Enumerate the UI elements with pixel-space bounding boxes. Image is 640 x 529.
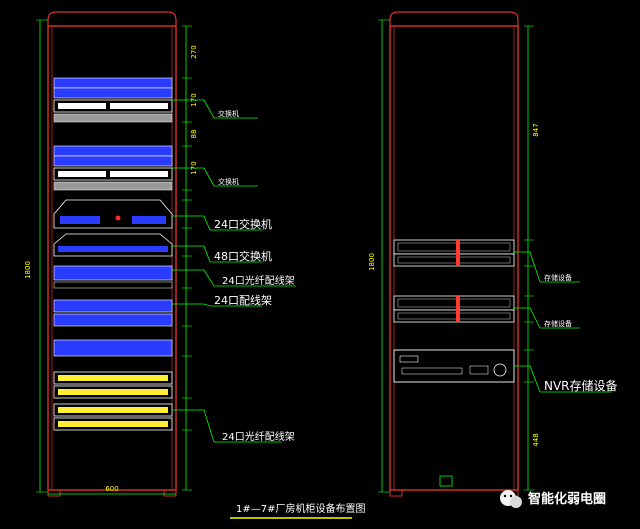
label-nvr-storage: NVR存储设备 [544,378,618,393]
dim-segment: 88 [190,130,198,139]
left-rack-foot [163,489,177,497]
cable-manager [53,281,173,289]
switch-ports [110,103,168,109]
watermark-text: 智能化弱电圈 [528,491,606,507]
label-switch-2: 交换机 [218,177,239,186]
dim-segment: 270 [190,45,198,58]
wechat-logo-icon [510,496,522,508]
cable-manager [53,113,173,123]
left-leader-lines [172,99,296,443]
drawing-title-block: 1#—7#厂房机柜设备布置图 [230,502,365,519]
nvr-device [393,349,515,383]
dimension-ticks [182,25,192,491]
right-top-dimension: 847 [532,123,540,136]
label-switch-1: 交换机 [218,109,239,118]
dimension-ticks [524,25,534,491]
left-rack-frame [47,25,177,491]
right-rack-top-cap [389,11,519,27]
left-rack: 1800 600 270 170 88 170 [24,11,296,497]
switch-ports [58,103,106,109]
right-rack-foot [389,489,403,497]
left-rack-top-cap [47,11,177,27]
storage-device-1 [393,239,515,267]
patch-panel-blue [53,77,173,89]
right-rack: 1800 847 448 存储设备 存储设备 NVR存储设备 [368,11,618,497]
right-bottom-dimension: 448 [532,433,540,446]
right-height-dimension: 1800 [368,253,376,271]
label-48-switch: 48口交换机 [214,249,272,263]
patch-panel-24 [53,313,173,327]
cable-manager [53,181,173,191]
patch-panel-blue [53,87,173,99]
patch-panel-blue [53,155,173,167]
switch-48-port-panel [58,246,168,252]
switch-ports [58,171,106,177]
patch-panel-blue [53,145,173,157]
fiber-ports [58,389,168,395]
left-height-dimension: 1800 [24,261,32,279]
drawing-title: 1#—7#厂房机柜设备布置图 [236,502,365,515]
patch-panel-blue [53,339,173,357]
label-24-patch-panel: 24口配线架 [214,293,272,307]
fiber-ports [58,375,168,381]
status-led-icon [115,215,121,221]
storage-device-2 [393,295,515,323]
left-rack-foot [47,489,61,497]
fiber-ports [58,421,168,427]
switch-24-port-panel [60,216,100,224]
patch-panel-24 [53,299,173,313]
label-fiber-panel-1: 24口光纤配线架 [222,274,295,287]
switch-24-port-panel [132,216,166,224]
switch-48-port [53,233,173,257]
right-leader-lines [514,251,612,393]
watermark: 智能化弱电圈 [500,490,606,508]
fiber-ports [58,407,168,413]
fiber-panel [53,265,173,281]
label-storage-1: 存储设备 [544,273,572,282]
label-24-switch: 24口交换机 [214,217,272,231]
right-rack-frame [389,25,519,491]
rack-grounding-icon [439,475,453,487]
left-rack-equipment [53,77,173,431]
switch-ports [110,171,168,177]
label-storage-2: 存储设备 [544,319,572,328]
nvr-knob-icon [493,363,507,377]
left-width-dimension: 600 [105,485,118,493]
label-fiber-panel-2: 24口光纤配线架 [222,430,295,443]
